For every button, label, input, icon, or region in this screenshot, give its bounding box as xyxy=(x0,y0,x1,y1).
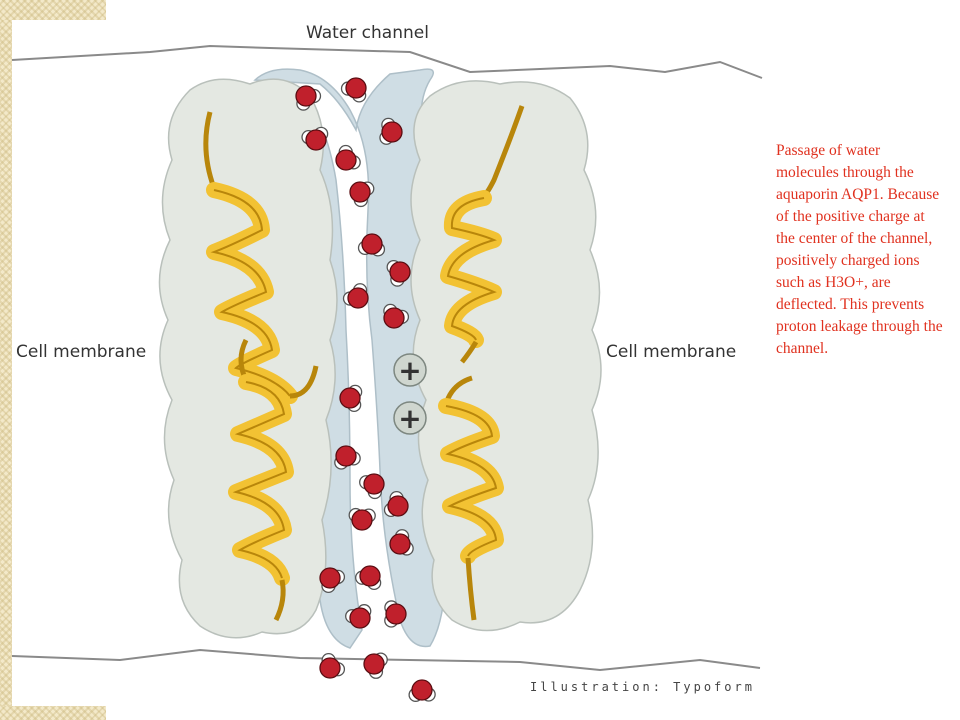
water-molecule xyxy=(359,473,385,500)
aquaporin-diagram: + + Water channel Cell membrane Cell mem… xyxy=(11,23,763,702)
water-molecule xyxy=(345,604,372,629)
water-molecule xyxy=(319,567,346,594)
water-molecule xyxy=(334,445,361,470)
membrane-top-line xyxy=(11,44,763,79)
water-molecule xyxy=(339,384,363,412)
water-molecule xyxy=(357,233,386,257)
charge-symbol: + xyxy=(398,402,421,435)
water-molecule xyxy=(295,85,322,111)
positive-charge-lower: + xyxy=(393,401,427,435)
right-upper-helix xyxy=(440,105,525,364)
water-molecule xyxy=(340,77,367,103)
left-lower-helix xyxy=(228,338,294,622)
water-molecule xyxy=(383,490,409,518)
water-molecules xyxy=(295,77,436,702)
right-protein-domain xyxy=(410,80,602,632)
decorative-corner-top xyxy=(0,0,106,20)
water-molecule xyxy=(363,652,388,679)
charge-symbol: + xyxy=(398,354,421,387)
water-molecule xyxy=(319,652,346,679)
cell-membrane-left-label: Cell membrane xyxy=(16,342,146,362)
membrane-bottom-line xyxy=(11,648,761,672)
cell-membrane-right-label: Cell membrane xyxy=(606,342,736,362)
right-lower-helix xyxy=(438,375,504,621)
water-molecule xyxy=(408,679,436,702)
water-molecule xyxy=(348,507,376,531)
illustration-credit: Illustration: Typoform xyxy=(530,680,755,694)
left-upper-helix xyxy=(203,111,319,404)
water-channel-label: Water channel xyxy=(306,23,429,43)
water-molecule xyxy=(386,259,411,287)
water-molecule xyxy=(349,181,375,208)
water-molecule xyxy=(342,283,369,309)
water-molecule xyxy=(383,303,410,329)
water-molecule xyxy=(301,126,329,151)
water-molecule xyxy=(384,600,407,628)
water-molecule xyxy=(355,565,382,591)
water-molecule xyxy=(389,529,414,556)
water-molecule xyxy=(379,117,403,145)
caption-text: Passage of water molecules through the a… xyxy=(776,142,943,357)
water-molecule xyxy=(335,144,361,171)
decorative-corner-bottom xyxy=(0,706,106,720)
decorative-left-border xyxy=(0,0,12,720)
positive-charge-upper: + xyxy=(393,353,427,387)
